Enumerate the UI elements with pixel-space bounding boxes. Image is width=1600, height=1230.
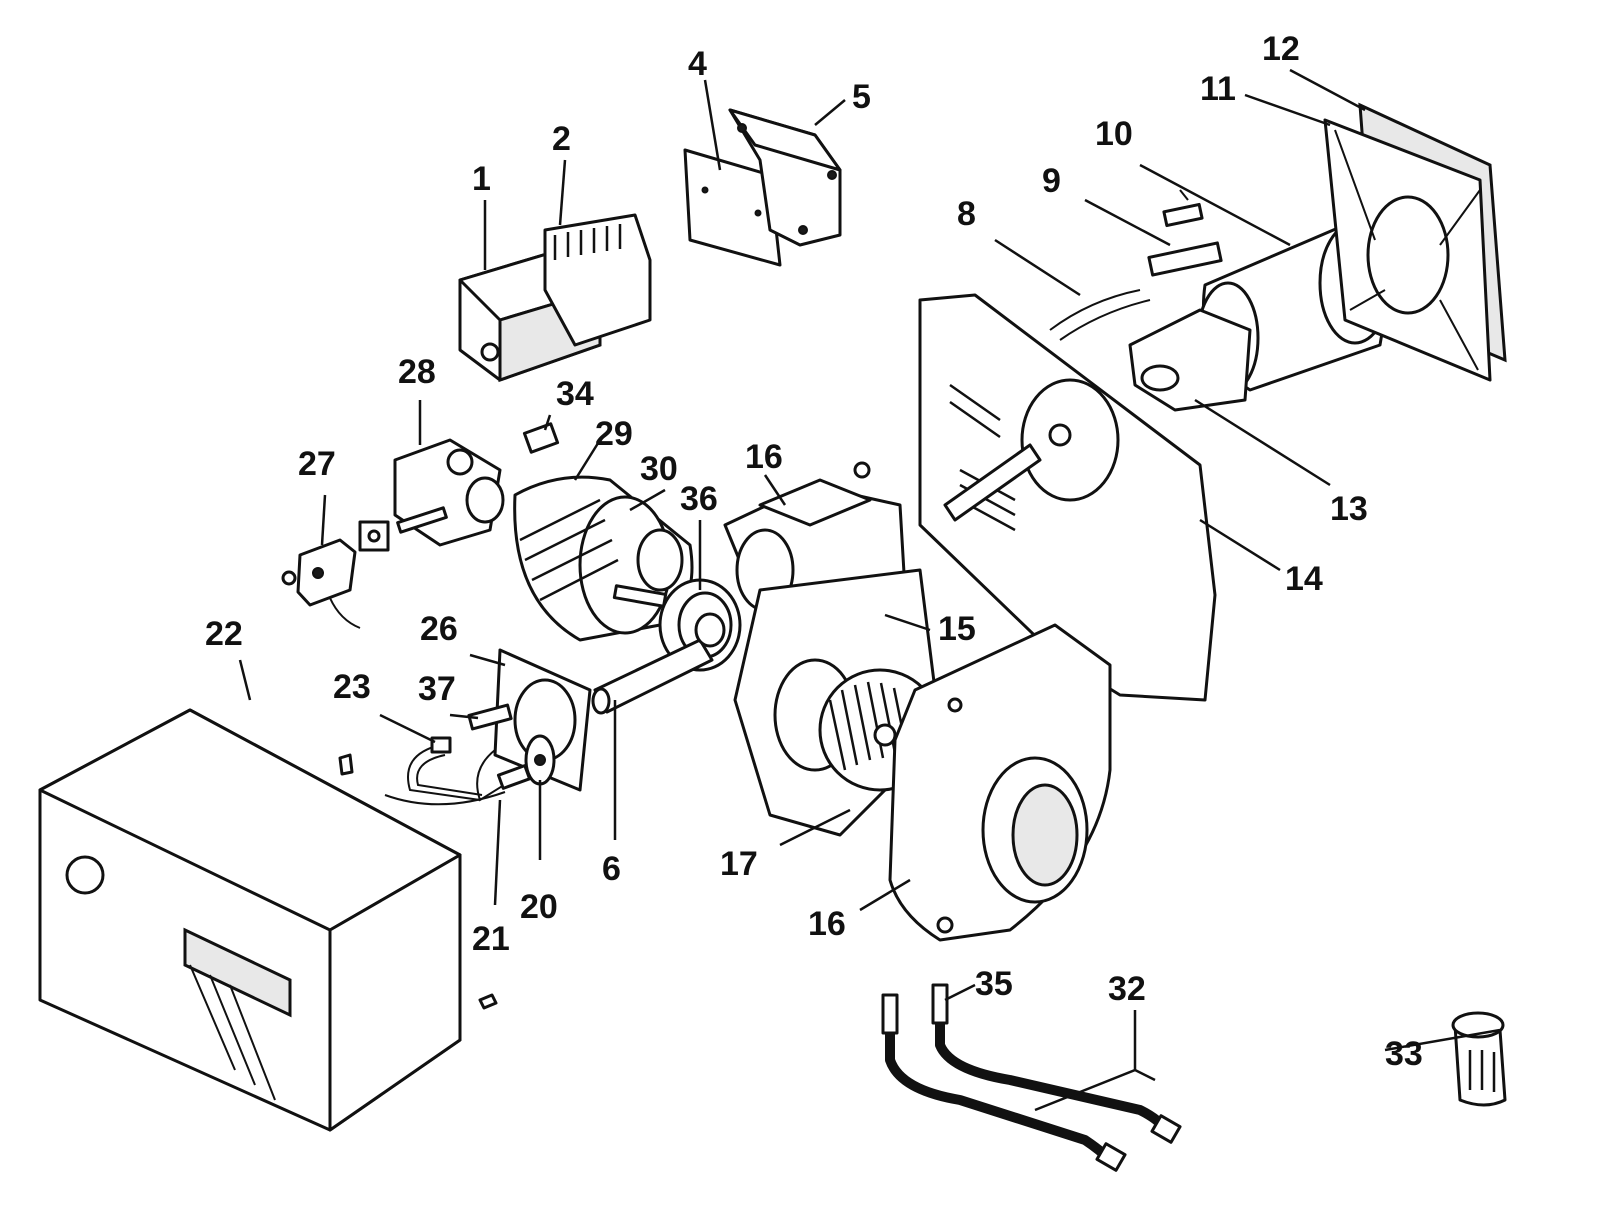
part-5-transformer-box — [728, 108, 842, 247]
callout-12: 12 — [1262, 30, 1300, 68]
callout-34: 34 — [556, 375, 594, 413]
callout-4: 4 — [688, 45, 707, 83]
part-26-cover-plate — [493, 648, 592, 792]
part-13-nozzle-holder — [1128, 308, 1252, 412]
part-27-solenoid-coil — [281, 538, 361, 629]
part-2-socket-base — [543, 213, 652, 347]
callout-15: 15 — [938, 610, 976, 648]
part-6-drive-shaft — [591, 612, 726, 715]
part-37-fitting — [467, 703, 513, 731]
part-9-electrode-clamp — [1147, 189, 1223, 277]
pump-gasket — [358, 520, 390, 552]
callout-29: 29 — [595, 415, 633, 453]
part-29-motor-windings — [519, 498, 619, 602]
callout-13: 13 — [1330, 490, 1368, 528]
callout-1: 1 — [472, 160, 491, 198]
callout-20: 20 — [520, 888, 558, 926]
part-11-mounting-flange — [1323, 118, 1492, 382]
callout-32: 32 — [1108, 970, 1146, 1008]
callout-8: 8 — [957, 195, 976, 233]
part-23-oil-pipe — [407, 736, 483, 801]
callout-14: 14 — [1285, 560, 1323, 598]
part-4-transformer-plate — [683, 148, 782, 267]
callout-21: 21 — [472, 920, 510, 958]
callout-27: 27 — [298, 445, 336, 483]
callout-36: 36 — [680, 480, 718, 518]
callout-26: 26 — [420, 610, 458, 648]
callout-37: 37 — [418, 670, 456, 708]
part-14-mounting-plate — [918, 293, 1217, 702]
part-8-ignition-electrodes — [1049, 289, 1151, 341]
callout-2: 2 — [552, 120, 571, 158]
part-34-plug — [522, 422, 560, 454]
callout-22: 22 — [205, 615, 243, 653]
callout-5: 5 — [852, 78, 871, 116]
callout-6: 6 — [602, 850, 621, 888]
callout-9: 9 — [1042, 162, 1061, 200]
callout-30: 30 — [640, 450, 678, 488]
part-32-flexible-hoses — [881, 983, 1182, 1172]
callout-10: 10 — [1095, 115, 1133, 153]
part-33-oil-filter — [1451, 1011, 1507, 1107]
callout-16-lower: 16 — [808, 905, 846, 943]
part-20-nozzle-disc — [524, 734, 556, 786]
callout-16-upper: 16 — [745, 438, 783, 476]
leader-lines — [238, 68, 1501, 1112]
part-21-connector — [384, 749, 532, 806]
part-28-fuel-pump — [393, 438, 505, 547]
callout-35: 35 — [975, 965, 1013, 1003]
callout-23: 23 — [333, 668, 371, 706]
callout-28: 28 — [398, 353, 436, 391]
part-16-fan-housing-front — [888, 623, 1112, 942]
callout-11: 11 — [1200, 70, 1236, 108]
callout-17: 17 — [720, 845, 758, 883]
callout-labels: 1 2 4 5 6 8 9 10 11 12 13 14 15 16 16 17… — [205, 30, 1423, 1073]
callout-33: 33 — [1385, 1035, 1423, 1073]
part-22-cover-hood — [38, 708, 498, 1132]
